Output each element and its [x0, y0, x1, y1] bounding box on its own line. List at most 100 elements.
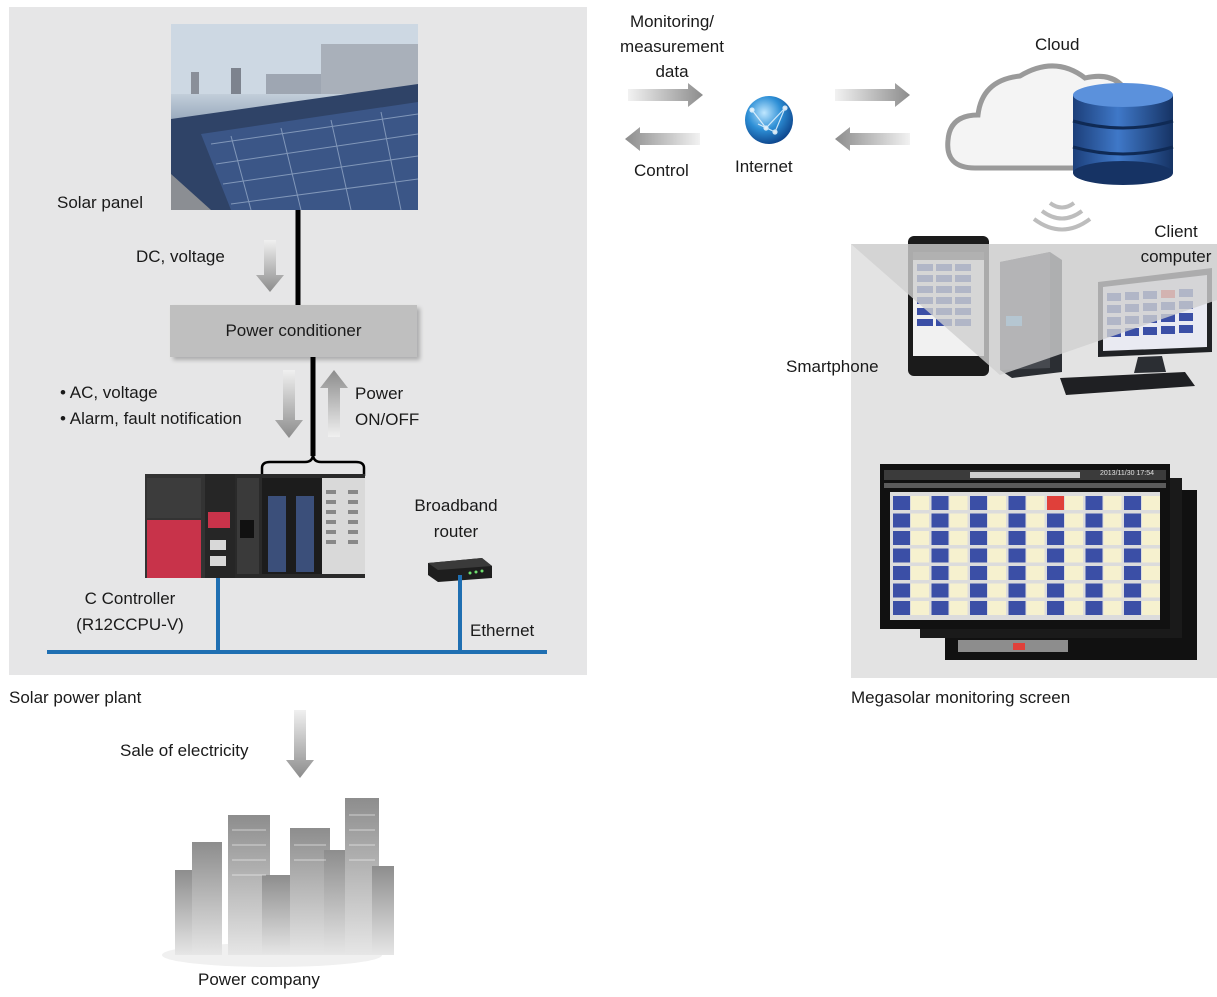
smartphone-label: Smartphone	[786, 357, 879, 376]
client-computer-label: Client computer	[1135, 219, 1217, 269]
screen-grid-cell	[931, 496, 949, 510]
monitoring-arrow-right	[628, 83, 703, 107]
screen-grid-cell	[1085, 601, 1103, 615]
screen-grid-cell	[931, 531, 949, 545]
screen-grid-cell	[1124, 583, 1141, 598]
dc-voltage-label: DC, voltage	[136, 247, 225, 266]
screen-grid-cell	[1008, 531, 1026, 545]
power-onoff-label: Power ON/OFF	[355, 381, 419, 433]
ethernet-line	[47, 575, 547, 654]
power-onoff-line1: Power	[355, 384, 404, 403]
screen-grid-cell	[1065, 496, 1083, 510]
screen-grid-cell	[970, 548, 987, 563]
screen-grid-cell	[931, 583, 949, 598]
alarm-fault-item: • Alarm, fault notification	[60, 409, 242, 428]
screen-grid-cell	[988, 566, 1006, 580]
c-controller-line1: C Controller	[84, 589, 176, 608]
screen-grid-cell	[1124, 601, 1141, 615]
screen-grid-cell	[911, 496, 929, 510]
screen-grid-cell	[893, 601, 910, 615]
screen-grid-cell	[1103, 513, 1122, 528]
io-brace	[260, 453, 366, 476]
screen-grid-cell	[931, 566, 949, 580]
screen-grid-cell	[893, 566, 910, 580]
internet-label: Internet	[735, 157, 793, 176]
screen-grid-cell	[1142, 548, 1160, 563]
screen-grid-cell	[911, 601, 929, 615]
screen-grid-cell	[1065, 531, 1083, 545]
screen-grid-cell	[1124, 548, 1141, 563]
screen-grid-cell	[1008, 513, 1026, 528]
screen-grid-cell	[949, 583, 968, 598]
screen-grid-cell	[1026, 601, 1045, 615]
power-onoff-arrow	[320, 370, 348, 437]
ac-voltage-item: • AC, voltage	[60, 383, 158, 402]
screen-grid-cell	[1142, 496, 1160, 510]
screen-grid-cell	[1065, 548, 1083, 563]
screen-grid-cell	[949, 566, 968, 580]
screen-grid-cell	[911, 548, 929, 563]
screen-grid-cell	[949, 531, 968, 545]
sale-of-electricity-arrow	[286, 710, 314, 778]
screen-grid-cell	[1026, 531, 1045, 545]
solar-power-plant-label: Solar power plant	[9, 688, 142, 707]
screen-grid-cell	[893, 513, 910, 528]
screen-grid-cell	[1047, 513, 1064, 528]
screen-grid-cell	[1103, 601, 1122, 615]
client-computer-line2: computer	[1140, 247, 1212, 266]
screen-grid-cell	[988, 513, 1006, 528]
screen-grid-cell	[1047, 601, 1064, 615]
screen-grid-cell	[1085, 548, 1103, 563]
screen-grid-cell	[1026, 566, 1045, 580]
screen-grid-cell	[1047, 496, 1064, 510]
screen-grid-cell	[970, 531, 987, 545]
screen-grid-cell	[1047, 548, 1064, 563]
solar-panel-label: Solar panel	[57, 193, 144, 212]
megasolar-screen-image	[880, 464, 1197, 660]
screen-timestamp: 2013/11/30 17:54	[1100, 470, 1154, 477]
screen-grid-cell	[970, 601, 987, 615]
screen-grid-cell	[911, 583, 929, 598]
sale-of-electricity-label: Sale of electricity	[120, 741, 249, 760]
screen-grid-cell	[911, 531, 929, 545]
screen-grid-cell	[1103, 496, 1122, 510]
screen-grid-cell	[1142, 583, 1160, 598]
screen-grid-cell	[1026, 548, 1045, 563]
screen-grid-cell	[1085, 531, 1103, 545]
screen-grid-cell	[1047, 583, 1064, 598]
power-onoff-line2: ON/OFF	[355, 410, 420, 429]
screen-zoom-shape	[851, 244, 1217, 375]
screen-grid-cell	[949, 601, 968, 615]
wireless-signal-icon	[1032, 201, 1092, 232]
screen-grid-cell	[1142, 531, 1160, 545]
megasolar-screen-label: Megasolar monitoring screen	[851, 688, 1071, 707]
ac-alarm-arrow	[275, 370, 303, 438]
power-company-label: Power company	[198, 970, 320, 989]
screen-grid-cell	[1124, 496, 1141, 510]
screen-grid-cell	[1065, 583, 1083, 598]
c-controller-line2: (R12CCPU-V)	[76, 615, 184, 634]
power-conditioner-label: Power conditioner	[225, 321, 362, 340]
screen-grid-cell	[1085, 496, 1103, 510]
broadband-router-line1: Broadband	[414, 496, 498, 515]
screen-grid-cell	[1008, 566, 1026, 580]
monitoring-data-line1: Monitoring/	[629, 12, 715, 31]
screen-grid-cell	[1008, 601, 1026, 615]
screen-grid-cell	[970, 513, 987, 528]
screen-grid-cell	[1008, 496, 1026, 510]
control-arrow-left	[625, 127, 700, 151]
cloud-arrow-right	[835, 83, 910, 107]
screen-grid-cell	[1142, 513, 1160, 528]
screen-grid-cell	[1103, 583, 1122, 598]
screen-grid-cell	[931, 601, 949, 615]
screen-grid-cell	[1142, 601, 1160, 615]
screen-grid-cell	[970, 566, 987, 580]
screen-grid-cell	[949, 496, 968, 510]
screen-grid-cell	[893, 583, 910, 598]
screen-grid-cell	[1103, 548, 1122, 563]
screen-grid-cell	[1047, 566, 1064, 580]
screen-grid-cell	[893, 496, 910, 510]
screen-grid-cell	[1124, 513, 1141, 528]
screen-grid-cell	[1085, 513, 1103, 528]
